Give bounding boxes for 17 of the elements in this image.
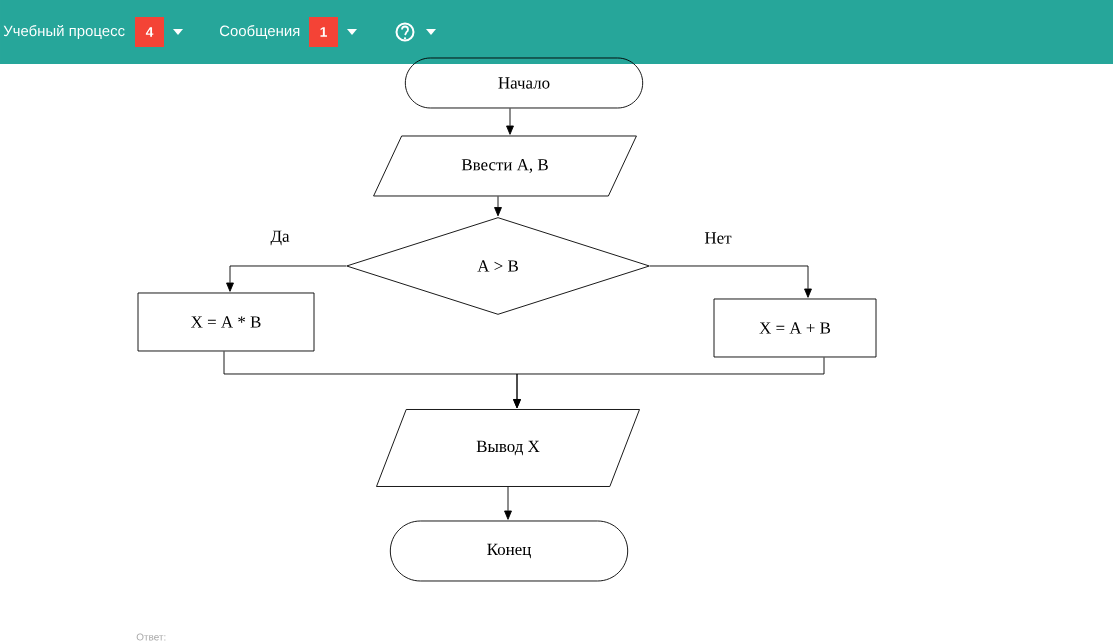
answer-label: Ответ: (136, 633, 166, 641)
menu-item: Сообщения (219, 25, 300, 39)
count-badge: 1 (309, 17, 338, 47)
process-box: X = A * B (137, 292, 315, 352)
count-badge: 4 (135, 17, 164, 47)
arrow (506, 108, 514, 135)
arrow (513, 357, 825, 409)
menu-item: Учебный процесс (3, 24, 125, 40)
io-parallelogram: Вывод X (376, 409, 640, 487)
arrow (226, 265, 347, 292)
process-box: X = A + B (713, 298, 877, 358)
arrow (494, 196, 502, 217)
edge-label: Да (269, 229, 291, 247)
edge-label: Нет (703, 231, 733, 245)
arrow (504, 486, 512, 520)
arrow (649, 265, 812, 298)
io-parallelogram: Ввести A, B (373, 135, 637, 197)
